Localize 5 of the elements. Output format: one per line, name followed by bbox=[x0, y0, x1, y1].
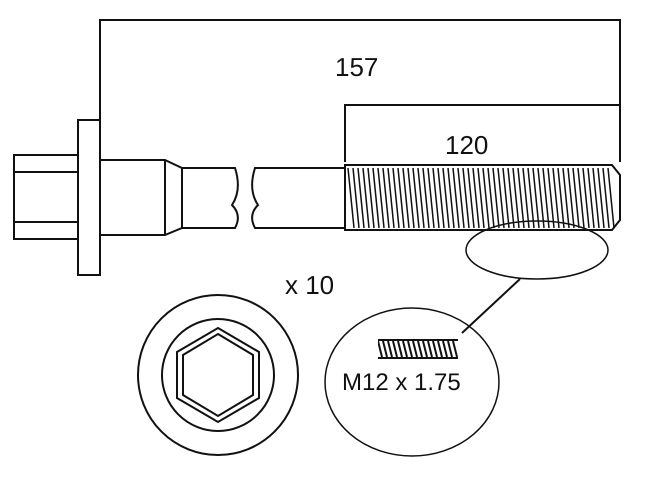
dimension-label: 157 bbox=[335, 52, 378, 83]
dimension-label: 120 bbox=[445, 130, 488, 161]
thread-size-label: M12 x 1.75 bbox=[342, 369, 461, 397]
quantity-label: x 10 bbox=[285, 270, 334, 301]
leader-line bbox=[461, 278, 521, 334]
